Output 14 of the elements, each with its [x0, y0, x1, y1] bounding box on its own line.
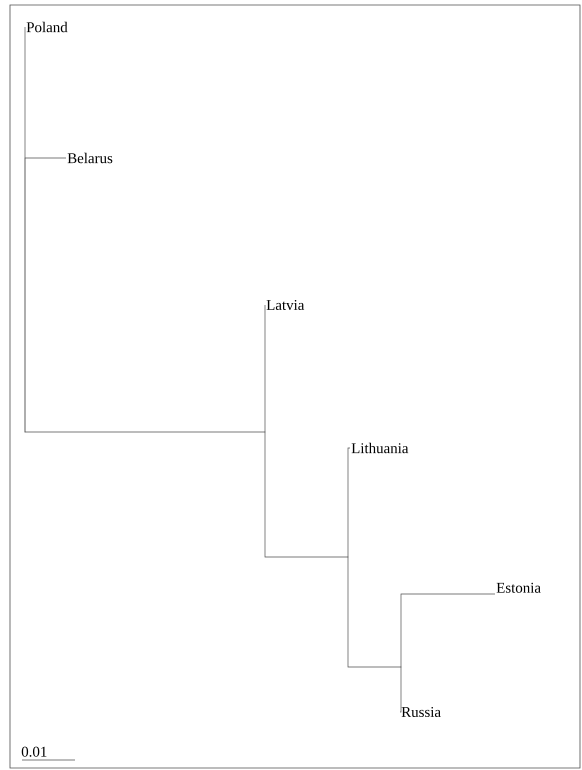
tree-branch	[400, 666, 402, 712]
scale-bar: 0.01	[22, 746, 76, 760]
tree-branch	[264, 304, 266, 432]
taxon-label: Estonia	[496, 582, 541, 593]
taxon-label: Poland	[26, 22, 68, 32]
tree-branch	[400, 594, 496, 668]
taxon-label: Lithuania	[352, 442, 408, 454]
taxon-label: Latvia	[266, 300, 304, 310]
taxon-label: Belarus	[68, 152, 112, 164]
tree-branch	[348, 448, 350, 558]
tree-branch	[24, 158, 66, 432]
tree-branch	[348, 556, 402, 668]
taxon-label: Russia	[402, 706, 441, 717]
tree-branch	[264, 432, 348, 558]
